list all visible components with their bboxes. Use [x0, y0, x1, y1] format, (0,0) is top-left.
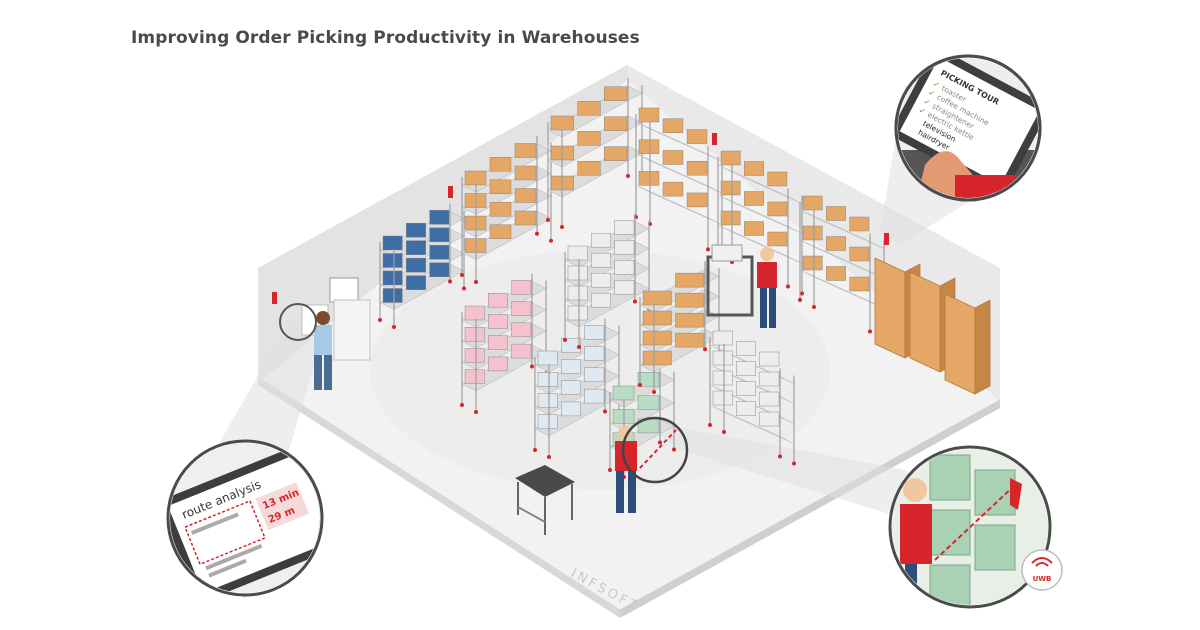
page-title: Improving Order Picking Productivity in … — [131, 28, 640, 48]
route-analysis-zoom-circle: route analysis 13 min 29 m — [166, 439, 324, 597]
worker-desk — [279, 277, 371, 390]
tablet-zoom-circle: PICKING TOUR toaster✓coffee machine✓stra… — [894, 54, 1042, 202]
shelf-rack — [798, 195, 886, 341]
shelf-rack — [533, 318, 621, 459]
shelving-units — [272, 78, 991, 479]
shelf-rack — [378, 203, 466, 329]
shelf-rack — [708, 330, 796, 466]
worker-cart — [706, 244, 777, 328]
shelf-rack — [638, 261, 721, 394]
fire-extinguisher-icon — [272, 292, 277, 304]
wardrobe-box — [944, 293, 991, 395]
floor-edge-right — [620, 400, 1000, 618]
table — [515, 465, 575, 535]
shelf-rack — [716, 150, 804, 296]
check-icon: ✓ — [931, 79, 941, 90]
worker-picker — [615, 416, 689, 513]
fire-extinguisher-icon — [712, 133, 717, 145]
shelf-rack — [563, 213, 651, 349]
fire-extinguisher-icon — [884, 233, 889, 245]
check-icon: ✓ — [917, 105, 927, 116]
shelf-rack — [460, 273, 548, 414]
floor-edge-left — [258, 377, 620, 618]
picker-zoom-circle — [888, 445, 1052, 609]
shelf-rack — [546, 78, 644, 229]
fire-extinguisher-icon — [448, 186, 453, 198]
uwb-badge: UWB — [1021, 549, 1063, 591]
uwb-badge-label: UWB — [1033, 575, 1052, 583]
check-icon: ✓ — [922, 97, 932, 108]
check-icon: ✓ — [927, 88, 937, 99]
